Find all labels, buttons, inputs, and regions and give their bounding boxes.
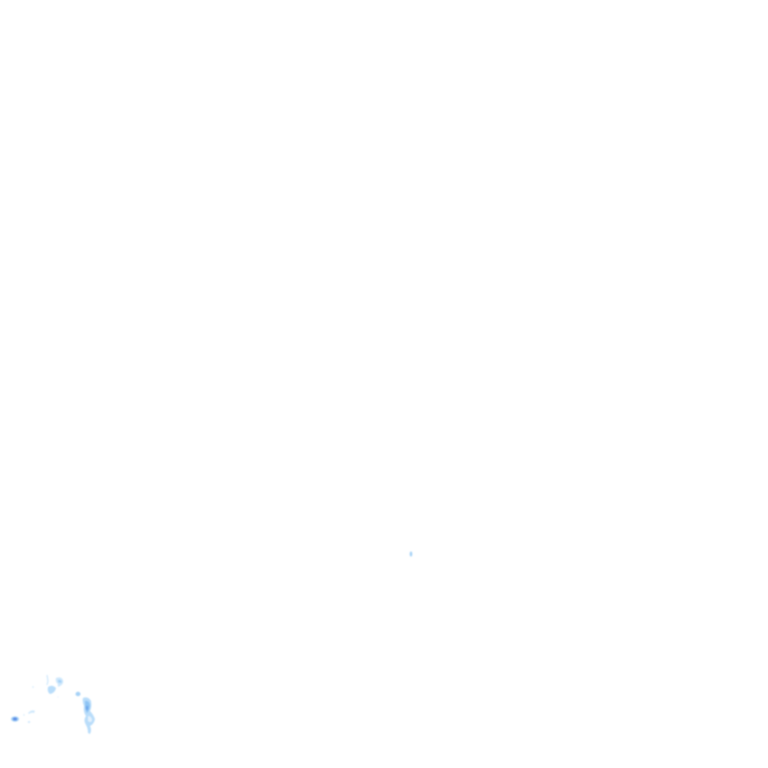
echo-cluster-east bbox=[75, 691, 95, 734]
echo-cluster-north bbox=[32, 674, 64, 698]
echo-speck-center bbox=[409, 551, 413, 557]
echo-cell-west bbox=[11, 710, 35, 723]
